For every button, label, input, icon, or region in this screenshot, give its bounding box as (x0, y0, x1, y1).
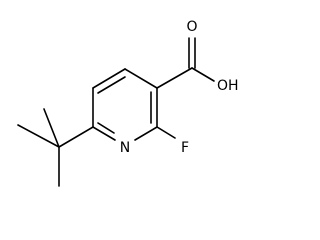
fluorine-label: F (181, 140, 189, 156)
bond-ring-to-carboxyl (156, 67, 193, 89)
chemical-structure: O OH F N (17, 19, 239, 187)
bond-ring-top-inner (97, 76, 126, 94)
fluoro-substituent: F (156, 126, 189, 156)
bond-ring-lower-left (92, 126, 116, 141)
bond-tbutyl-methyl-up (43, 108, 60, 148)
bond-c-oh (191, 67, 215, 82)
bond-tbutyl-methyl-left (17, 124, 60, 148)
pyridine-ring (92, 68, 158, 141)
bond-ring-lower-right (134, 126, 158, 141)
bond-ring-to-fluorine (156, 126, 176, 139)
hydroxyl-label: OH (217, 78, 239, 94)
carboxyl-oxygen-label: O (186, 19, 197, 35)
bond-ring-lower-left-inner (97, 122, 115, 134)
tert-butyl-group (17, 108, 94, 187)
bond-ring-top (92, 68, 126, 89)
ring-nitrogen-label: N (120, 140, 130, 156)
bond-ring-to-tbutyl (58, 126, 94, 148)
carboxyl-group: O OH (156, 19, 239, 94)
bond-ring-upper-right (124, 68, 158, 89)
